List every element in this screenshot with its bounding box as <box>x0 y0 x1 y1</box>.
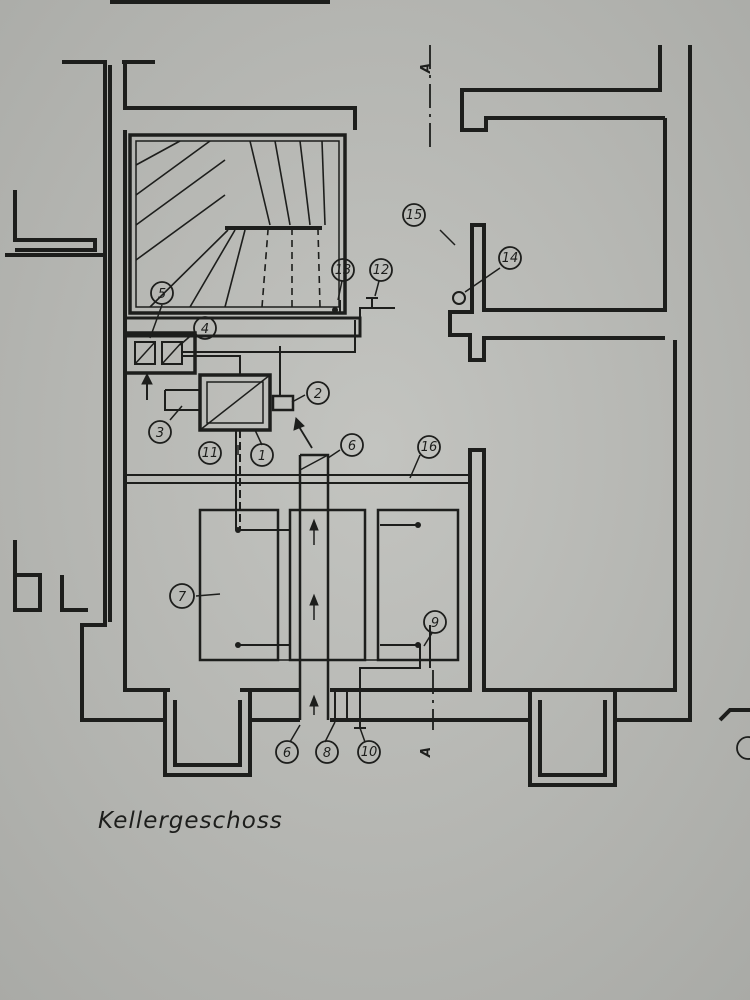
duct-arrows <box>309 518 319 715</box>
svg-text:1: 1 <box>258 449 266 464</box>
exhaust-duct <box>298 453 330 720</box>
svg-text:12: 12 <box>373 263 390 278</box>
svg-text:14: 14 <box>502 251 519 266</box>
callout-14: 14 <box>498 246 522 270</box>
callout-6-bottom: 6 <box>275 740 299 764</box>
pipes <box>182 297 431 720</box>
svg-text:2: 2 <box>314 387 322 402</box>
section-marker-bottom: A <box>419 747 434 758</box>
callout-3: 3 <box>148 420 172 444</box>
line-16 <box>125 474 470 484</box>
callout-5: 5 <box>150 281 174 305</box>
callout-2: 2 <box>306 381 330 405</box>
svg-text:A: A <box>419 747 434 758</box>
callout-12: 12 <box>369 258 393 282</box>
object-14 <box>452 291 466 305</box>
svg-text:11: 11 <box>202 446 219 461</box>
svg-text:15: 15 <box>406 208 423 223</box>
callout-6-top: 6 <box>340 433 364 457</box>
callout-4: 4 <box>193 316 217 340</box>
svg-text:3: 3 <box>156 426 164 441</box>
svg-text:16: 16 <box>421 440 438 455</box>
section-line <box>429 45 456 730</box>
svg-text:A: A <box>419 63 434 74</box>
callout-1: 1 <box>250 443 274 467</box>
callout-16: 16 <box>417 435 441 459</box>
svg-text:4: 4 <box>201 322 209 337</box>
flue-arrow <box>293 416 313 449</box>
svg-text:6: 6 <box>348 439 356 454</box>
callout-11: 11 <box>198 441 222 465</box>
callout-7: 7 <box>169 583 195 609</box>
section-marker-top: A <box>419 63 434 74</box>
callout-15: 15 <box>402 203 426 227</box>
callout-13: 13 <box>331 258 355 282</box>
leader-lines <box>149 267 501 743</box>
svg-text:13: 13 <box>335 263 352 278</box>
callout-10: 10 <box>357 740 381 764</box>
callout-9: 9 <box>423 610 447 634</box>
ledge <box>123 316 362 338</box>
pipe-junctions <box>235 307 421 648</box>
callout-8: 8 <box>315 740 339 764</box>
svg-text:9: 9 <box>431 616 439 631</box>
svg-text:6: 6 <box>283 746 291 761</box>
callout-partial-edge <box>736 736 750 760</box>
svg-text:5: 5 <box>158 287 166 302</box>
svg-text:7: 7 <box>178 590 187 605</box>
svg-text:10: 10 <box>361 745 378 760</box>
plan-title: Kellergeschoss <box>98 808 283 834</box>
svg-text:8: 8 <box>323 746 331 761</box>
flow-arrow-box <box>141 372 153 400</box>
staircase <box>128 133 347 315</box>
